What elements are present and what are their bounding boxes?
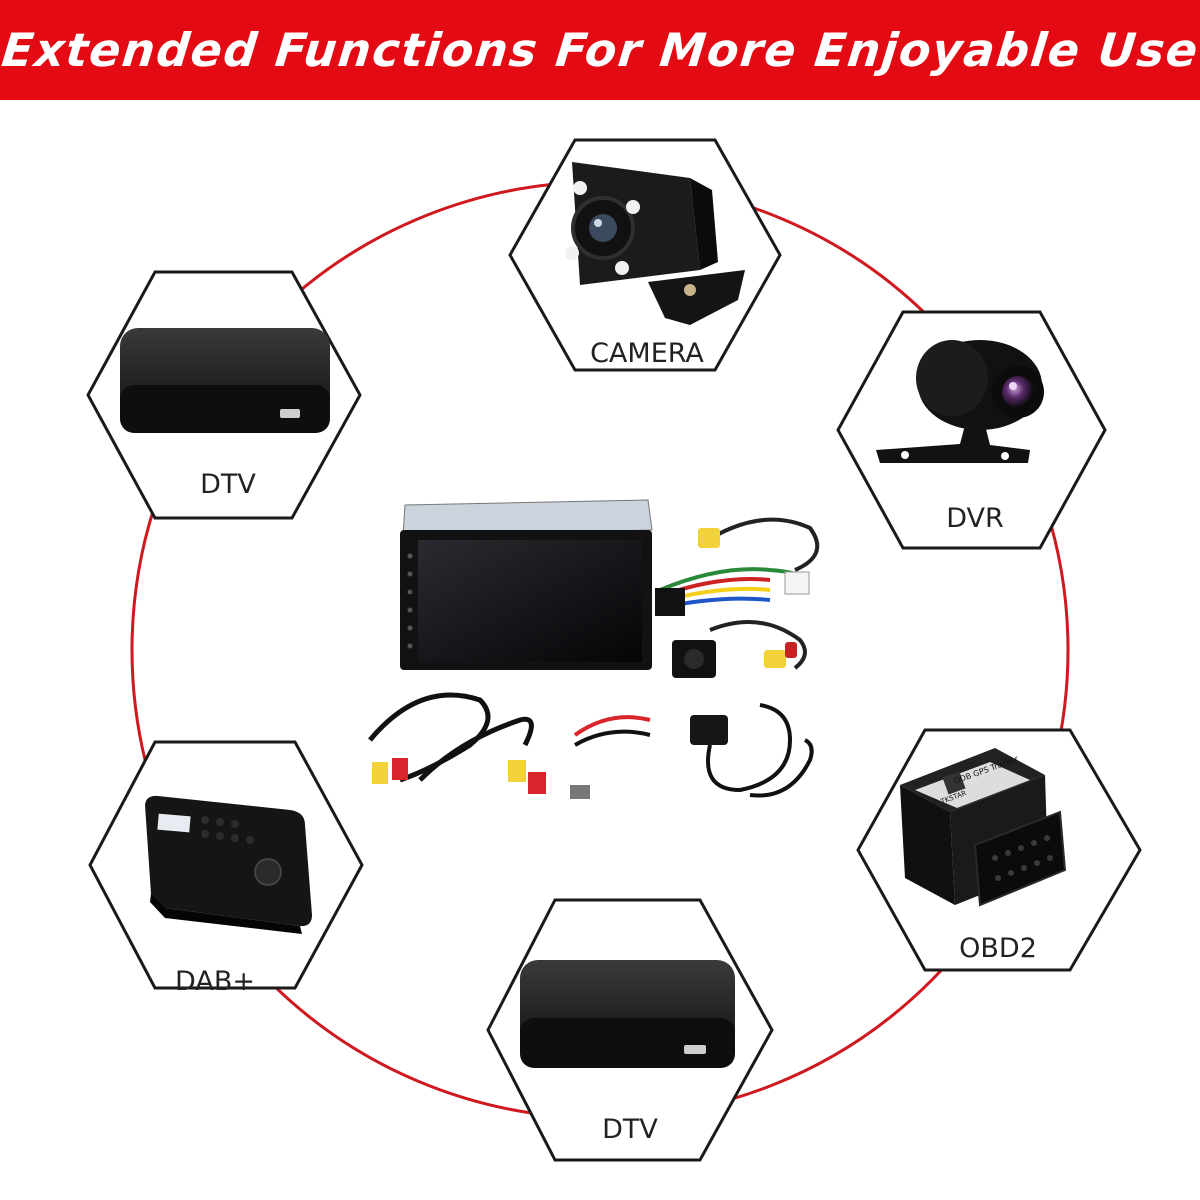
dtv-left-label: DTV [200,469,256,500]
dvr-label: DVR [946,503,1004,534]
dab-radio-icon [145,795,312,934]
dtv-box-icon [120,328,330,433]
obd2-label: OBD2 [959,933,1037,964]
dtv-bottom-label: DTV [602,1114,658,1145]
dtv-box-icon [520,960,735,1068]
hex-dab: DAB+ [88,740,364,997]
hex-obd2: ODB GPS Tracker APP: TKSTAR OBD2 [856,728,1142,972]
car-stereo-kit-icon [368,499,820,799]
dash-camera-icon [876,340,1044,463]
hex-dvr: DVR [836,310,1107,550]
hex-camera: CAMERA [508,138,782,372]
rear-view-camera-icon [565,162,745,325]
hex-dtv-left: DTV [86,270,362,520]
title-banner: Extended Functions For More Enjoyable Us… [0,0,1200,100]
dab-label: DAB+ [175,966,255,997]
camera-label: CAMERA [590,338,704,369]
obd-gps-tracker-icon: ODB GPS Tracker APP: TKSTAR [900,748,1067,907]
hex-dtv-bottom: DTV [486,898,774,1162]
